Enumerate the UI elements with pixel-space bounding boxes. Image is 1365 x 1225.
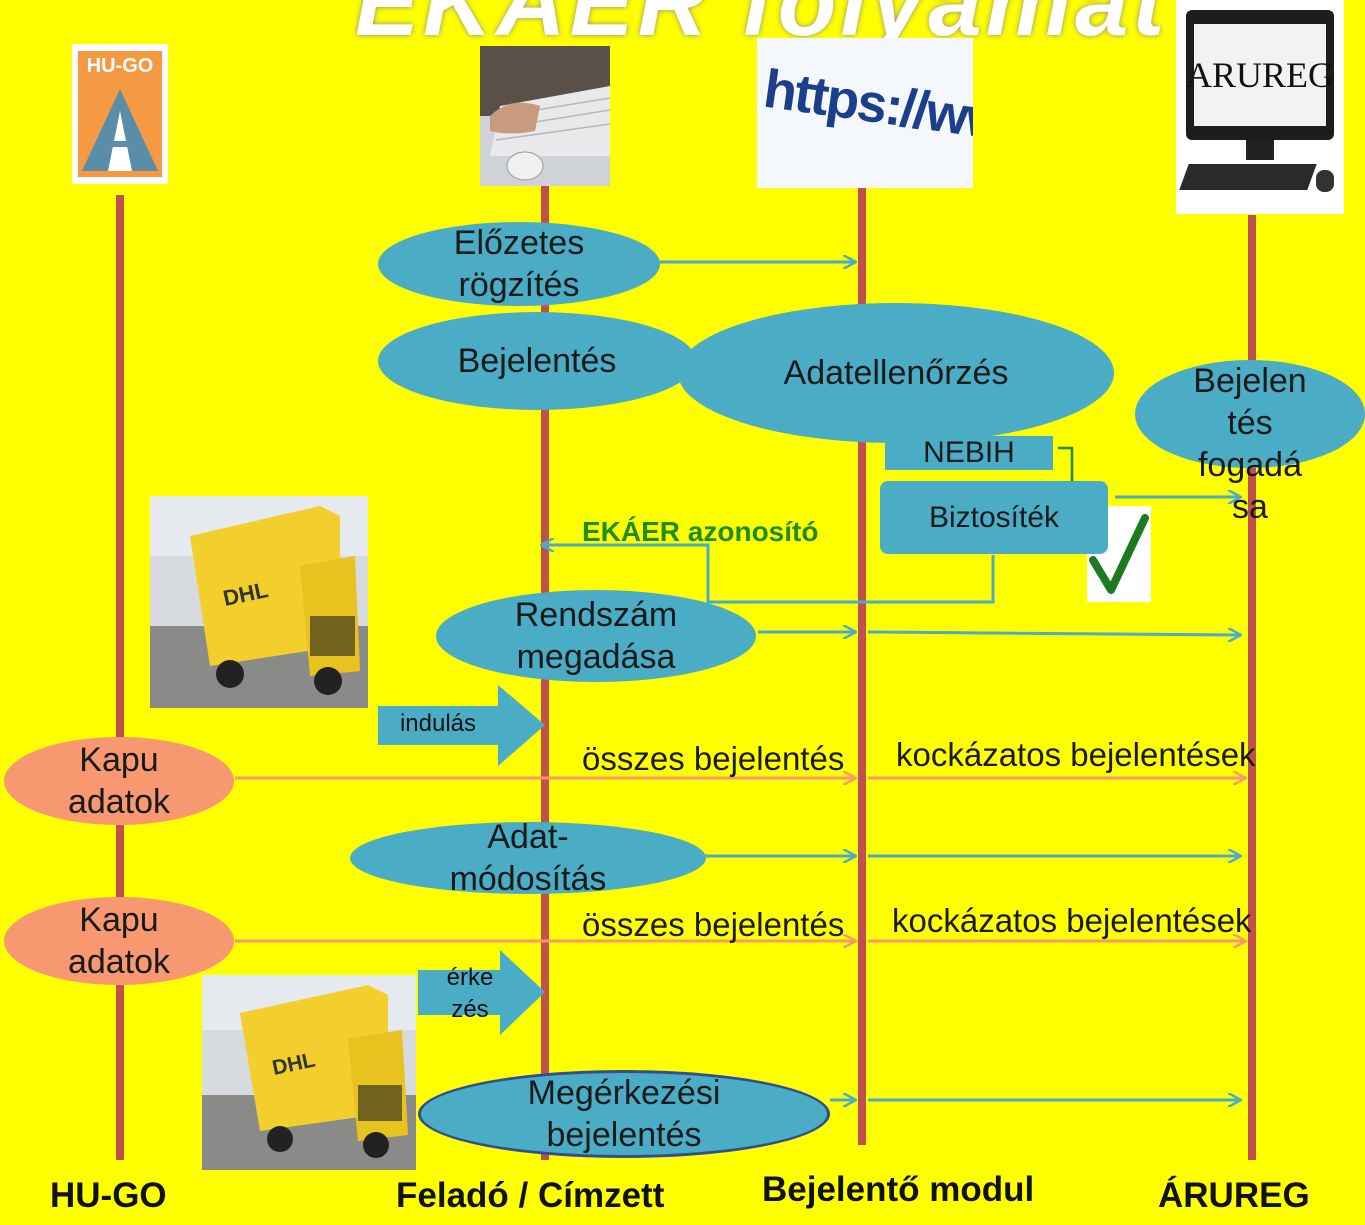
lane-label-hugo: HU-GO — [50, 1176, 167, 1215]
computer-monitor-icon: ARUREG — [1176, 0, 1344, 214]
node-rendszam-megadasa: Rendszám megadása — [436, 590, 756, 682]
node-adatellenorzes: Adatellenőrzés — [678, 303, 1114, 443]
block-arrow-erkezes — [418, 950, 545, 1035]
lane-label-felado: Feladó / Címzett — [396, 1176, 665, 1215]
node-kapu-adatok-1: Kapu adatok — [4, 737, 234, 825]
node-elozetes-rogzites: Előzetes rögzítés — [378, 222, 660, 306]
label-erkezes: érke zés — [446, 964, 494, 1023]
hugo-logo-text: HU-GO — [86, 55, 154, 77]
truck-photo-2: DHL — [202, 975, 416, 1170]
road-logo-icon — [82, 89, 158, 171]
label-kockazatos-bejelentesek-2: kockázatos bejelentések — [892, 902, 1252, 939]
keyboard-photo — [480, 46, 610, 186]
label-osszes-bejelentes-1: összes bejelentés — [582, 740, 845, 777]
lane-label-arureg: ÁRUREG — [1158, 1176, 1310, 1215]
arrow-rendszam-2 — [867, 632, 1240, 635]
lane-label-bejelento-modul: Bejelentő modul — [762, 1170, 1035, 1209]
browser-url-text: https://www. — [760, 58, 973, 160]
node-biztositek: Biztosíték — [880, 481, 1108, 554]
label-ekaer-azonosito: EKÁER azonosító — [582, 516, 819, 547]
hugo-logo: HU-GO — [72, 44, 168, 184]
block-arrow-indulas — [378, 685, 545, 766]
node-nebih: NEBIH — [885, 436, 1053, 470]
node-adat-modositas: Adat- módosítás — [350, 818, 706, 898]
node-bejelentes-fogadas: Bejelen tés fogadá sa — [1135, 360, 1365, 526]
browser-url-icon: https://www. — [757, 38, 973, 188]
node-bejelentes: Bejelentés — [378, 312, 696, 410]
node-megerkezesi-bejelentes: Megérkezési bejelentés — [418, 1070, 830, 1158]
node-kapu-adatok-2: Kapu adatok — [4, 897, 234, 985]
arrow-ekaer-azonosito — [542, 545, 995, 604]
truck-photo: DHL — [150, 496, 368, 708]
label-osszes-bejelentes-2: összes bejelentés — [582, 906, 845, 943]
label-kockazatos-bejelentesek-1: kockázatos bejelentések — [896, 736, 1256, 773]
label-indulas: indulás — [399, 710, 477, 737]
arureg-screen-text: ARUREG — [1186, 24, 1334, 126]
